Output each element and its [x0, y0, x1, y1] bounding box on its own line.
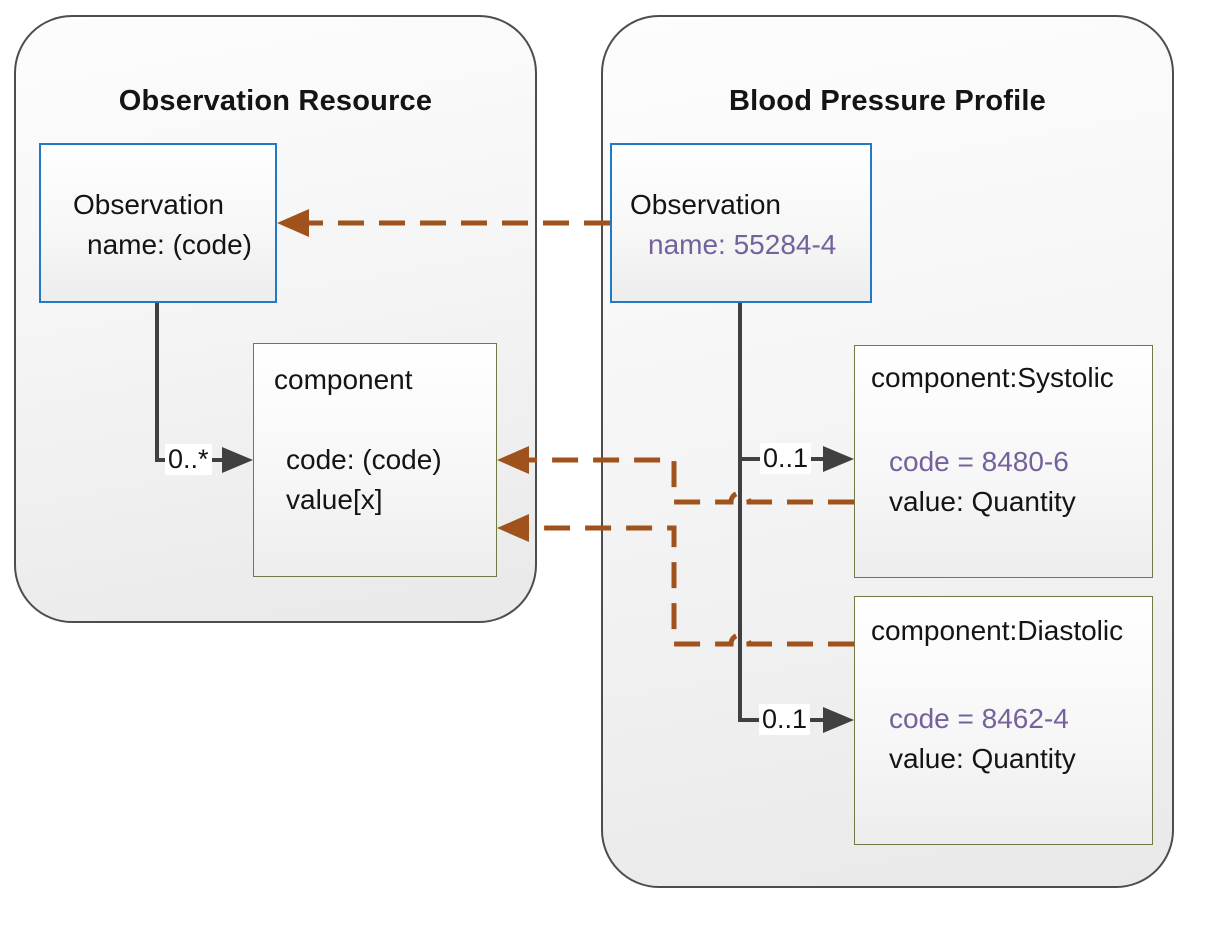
systolic-box-title: component:Systolic	[871, 362, 1114, 393]
component-multiplicity-label: 0..*	[165, 444, 212, 475]
left-observation-attr: name: (code)	[87, 229, 252, 260]
systolic-value-attr: value: Quantity	[889, 486, 1076, 517]
systolic-multiplicity-label: 0..1	[760, 443, 812, 474]
left-observation-box: Observation name: (code)	[39, 143, 277, 303]
systolic-component-box: component:Systolic code = 8480-6 value: …	[854, 345, 1153, 578]
right-observation-box: Observation name: 55284-4	[610, 143, 872, 303]
diastolic-box-title: component:Diastolic	[871, 615, 1124, 646]
diastolic-multiplicity-label: 0..1	[759, 704, 811, 735]
component-value-attr: value[x]	[286, 484, 383, 515]
blood-pressure-profile-title: Blood Pressure Profile	[728, 85, 1047, 117]
right-observation-name: Observation	[630, 189, 781, 220]
left-component-box: component code: (code) value[x]	[253, 343, 497, 577]
left-observation-name: Observation	[73, 189, 224, 220]
diastolic-value-attr: value: Quantity	[889, 743, 1076, 774]
component-box-title: component	[274, 364, 413, 395]
diastolic-code-attr: code = 8462-4	[889, 703, 1069, 734]
component-code-attr: code: (code)	[286, 444, 442, 475]
observation-resource-title: Observation Resource	[118, 85, 433, 117]
diastolic-component-box: component:Diastolic code = 8462-4 value:…	[854, 596, 1153, 845]
systolic-code-attr: code = 8480-6	[889, 446, 1069, 477]
right-observation-attr: name: 55284-4	[648, 229, 837, 260]
